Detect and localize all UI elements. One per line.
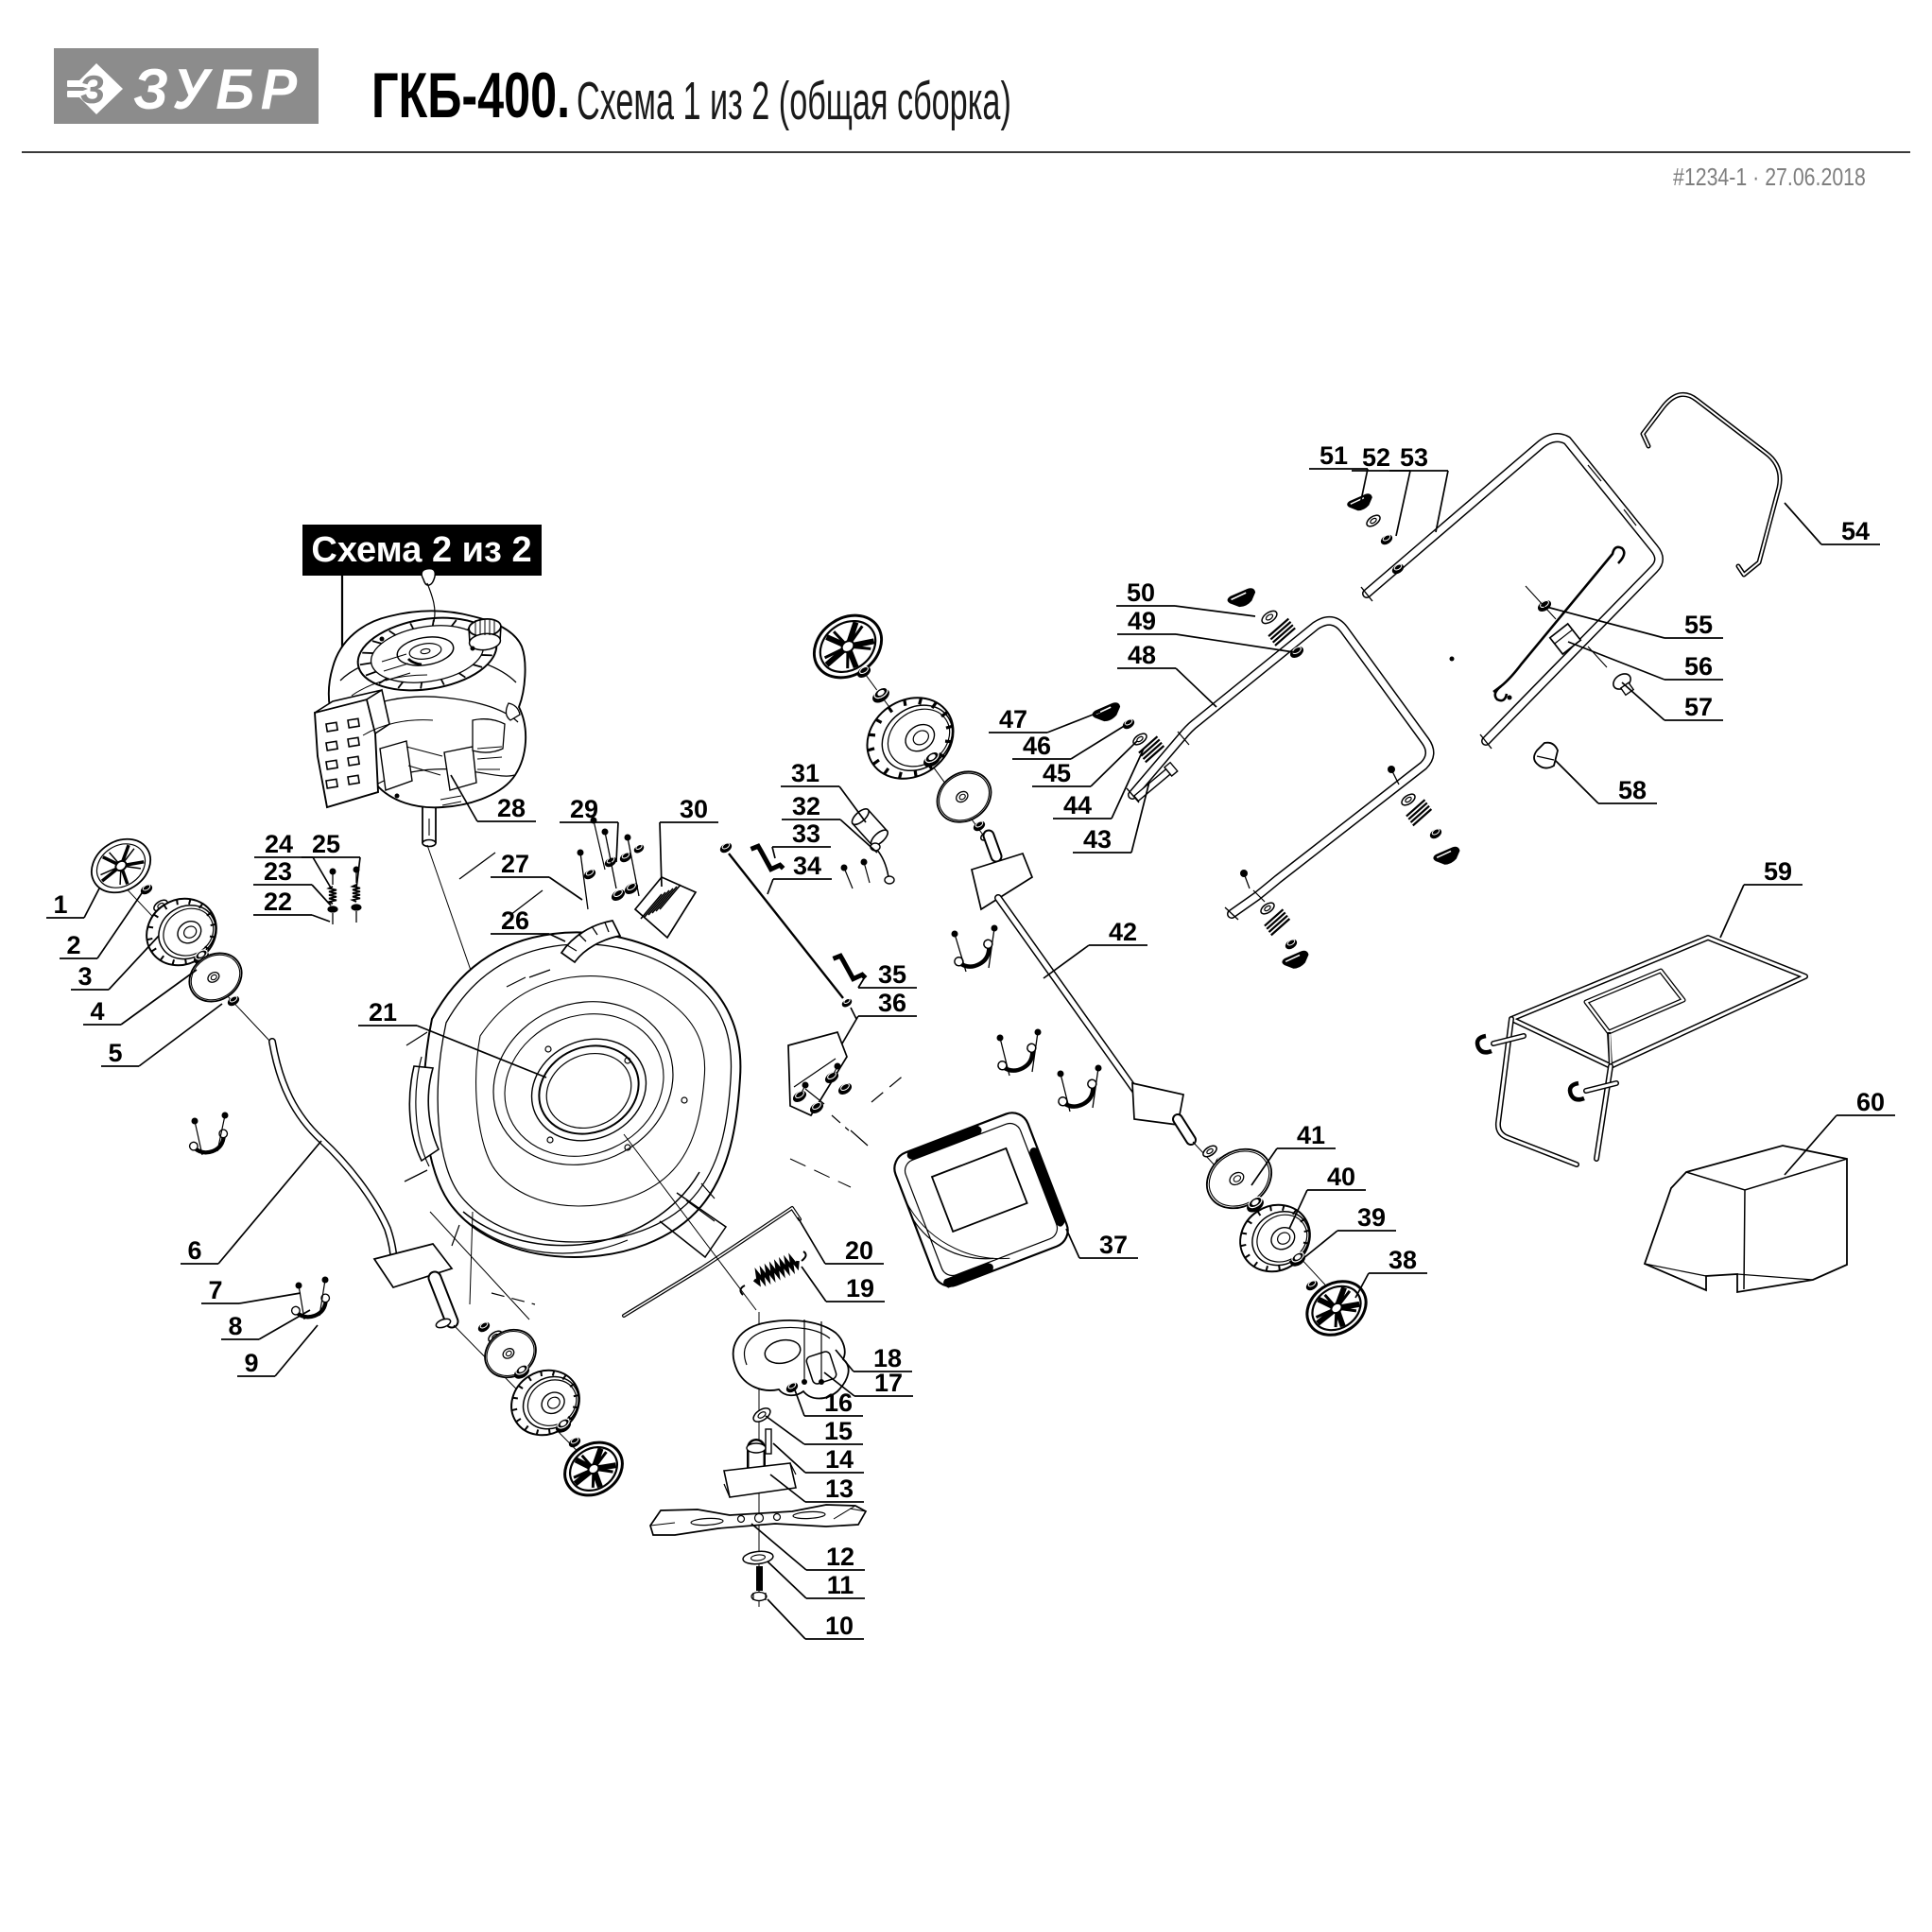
svg-text:16: 16 [824, 1389, 853, 1417]
svg-text:51: 51 [1320, 441, 1348, 470]
svg-text:Схема 2 из 2: Схема 2 из 2 [311, 530, 531, 570]
svg-text:2: 2 [66, 931, 80, 959]
svg-text:12: 12 [826, 1543, 854, 1571]
svg-text:13: 13 [825, 1475, 854, 1503]
svg-text:24: 24 [265, 830, 293, 858]
svg-text:31: 31 [791, 759, 819, 787]
svg-text:42: 42 [1109, 918, 1137, 946]
svg-text:25: 25 [312, 830, 340, 858]
svg-text:17: 17 [874, 1369, 903, 1397]
svg-text:23: 23 [264, 857, 292, 886]
svg-text:26: 26 [501, 906, 529, 935]
svg-text:6: 6 [187, 1236, 201, 1265]
svg-text:21: 21 [369, 998, 397, 1026]
svg-text:5: 5 [108, 1039, 122, 1067]
svg-text:37: 37 [1099, 1231, 1128, 1259]
svg-text:39: 39 [1357, 1203, 1386, 1232]
svg-text:1: 1 [53, 890, 67, 919]
svg-text:27: 27 [501, 850, 529, 878]
svg-text:38: 38 [1389, 1246, 1417, 1274]
svg-text:40: 40 [1327, 1163, 1355, 1191]
svg-text:45: 45 [1043, 759, 1071, 787]
svg-text:48: 48 [1128, 641, 1156, 669]
svg-text:58: 58 [1618, 776, 1647, 804]
svg-text:49: 49 [1128, 607, 1156, 635]
svg-text:35: 35 [878, 960, 906, 989]
svg-text:54: 54 [1841, 517, 1870, 545]
svg-text:44: 44 [1063, 791, 1092, 819]
svg-text:36: 36 [878, 989, 906, 1017]
svg-text:10: 10 [825, 1612, 854, 1640]
svg-text:8: 8 [228, 1312, 242, 1340]
svg-text:46: 46 [1023, 732, 1051, 760]
svg-text:22: 22 [264, 888, 292, 916]
svg-text:34: 34 [793, 852, 821, 880]
svg-text:4: 4 [90, 997, 104, 1026]
svg-text:52: 52 [1362, 443, 1390, 472]
svg-text:32: 32 [792, 792, 820, 820]
svg-text:30: 30 [680, 795, 708, 823]
svg-text:29: 29 [570, 795, 598, 823]
svg-text:43: 43 [1083, 825, 1112, 854]
svg-text:ЗУБР: ЗУБР [133, 59, 303, 121]
svg-text:53: 53 [1400, 443, 1428, 472]
svg-text:11: 11 [827, 1571, 854, 1599]
svg-text:9: 9 [244, 1349, 258, 1377]
svg-text:41: 41 [1297, 1121, 1325, 1149]
svg-text:57: 57 [1684, 693, 1713, 721]
svg-text:3: 3 [78, 962, 92, 991]
svg-text:20: 20 [845, 1236, 873, 1265]
svg-text:15: 15 [824, 1417, 853, 1445]
svg-text:56: 56 [1684, 652, 1713, 681]
svg-text:33: 33 [792, 819, 820, 848]
svg-text:50: 50 [1127, 578, 1155, 607]
svg-text:28: 28 [497, 794, 526, 822]
svg-text:60: 60 [1856, 1088, 1885, 1116]
svg-text:19: 19 [846, 1274, 874, 1302]
svg-text:14: 14 [825, 1445, 854, 1474]
svg-text:59: 59 [1764, 857, 1792, 886]
svg-text:18: 18 [873, 1344, 902, 1372]
svg-text:47: 47 [999, 705, 1027, 733]
svg-text:55: 55 [1684, 611, 1713, 639]
svg-text:7: 7 [208, 1276, 222, 1304]
